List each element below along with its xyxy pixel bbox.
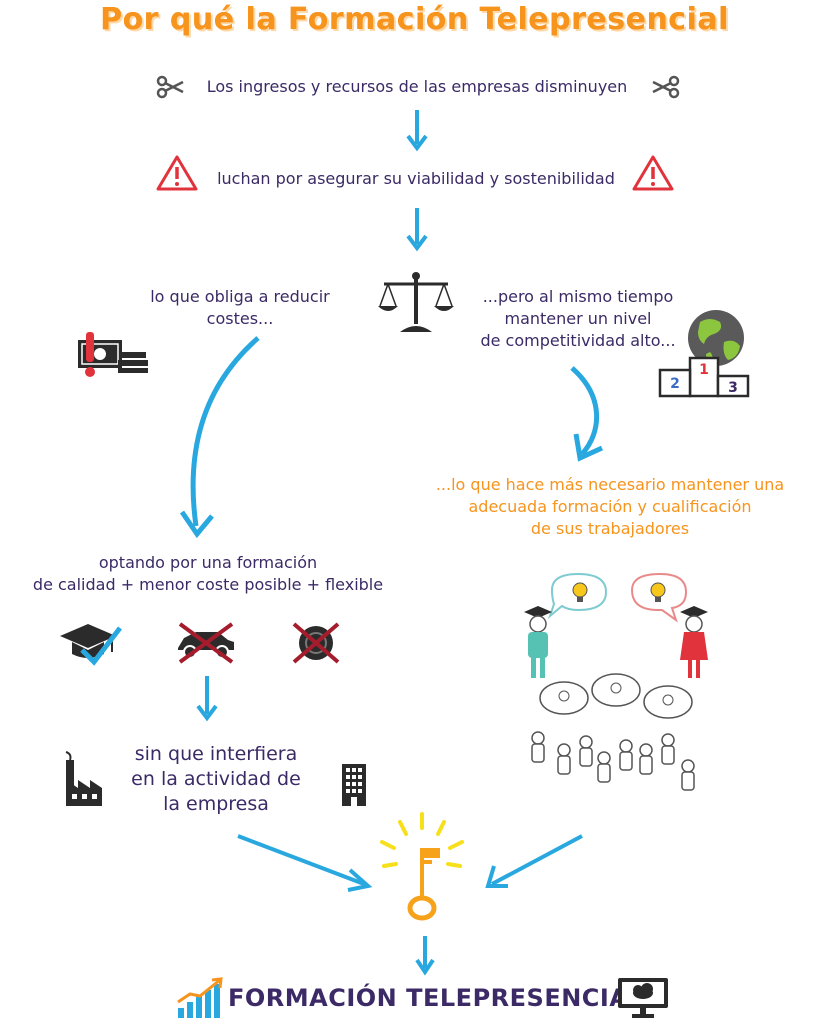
- right-training-need-line2: adecuada formación y cualificación: [468, 497, 752, 516]
- arrow-down-final: [415, 936, 435, 976]
- curved-arrow-right: [570, 366, 604, 462]
- final-formacion-telepresencial: FORMACIÓN TELEPRESENCIAL: [228, 984, 645, 1012]
- left-reduce-costs: lo que obliga a reducir costes...: [130, 286, 350, 330]
- step-viability: luchan por asegurar su viabilidad y sost…: [217, 169, 615, 188]
- left-no-interference-line2: en la actividad de: [131, 768, 301, 790]
- factory-icon: [65, 751, 102, 806]
- page-title: Por qué la Formación Telepresencial: [100, 2, 729, 37]
- wheel-crossed-icon: [292, 622, 340, 664]
- bulb-icon-right: [650, 582, 666, 602]
- right-training-need-line3: de sus trabajadores: [530, 519, 690, 538]
- computer-icon: [618, 978, 668, 1018]
- right-competitiveness-line2: mantener un nivel: [504, 309, 652, 328]
- bulb-icon-left: [572, 582, 588, 602]
- rising-chart-icon: [177, 977, 223, 1018]
- left-no-interference: sin que interfiera en la actividad de la…: [112, 742, 320, 817]
- people-thinking-icon: [524, 572, 708, 791]
- key-icon: [380, 812, 464, 921]
- left-no-interference-line3: la empresa: [163, 793, 269, 815]
- left-no-interference-line1: sin que interfiera: [134, 743, 298, 765]
- arrow-down-left: [196, 676, 218, 722]
- globe-podium-icon: 1 2 3: [658, 310, 750, 398]
- scales-icon: [378, 272, 454, 332]
- graduation-check-icon: [60, 624, 122, 666]
- teacher-left: [524, 606, 552, 678]
- left-reduce-costs-line2: costes...: [206, 309, 274, 328]
- podium-1: 1: [699, 362, 709, 378]
- right-competitiveness: ...pero al mismo tiempo mantener un nive…: [466, 286, 690, 352]
- left-quality-training-line2: de calidad + menor coste posible + flexi…: [32, 575, 384, 594]
- building-icon: [342, 764, 366, 806]
- right-competitiveness-line1: ...pero al mismo tiempo: [482, 287, 674, 306]
- arrow-down-2: [406, 208, 428, 252]
- money-alert-icon: [78, 332, 148, 377]
- left-reduce-costs-line1: lo que obliga a reducir: [150, 287, 330, 306]
- arrow-diagonal-right: [485, 834, 583, 888]
- left-quality-training-line1: optando por una formación: [98, 553, 318, 572]
- arrow-diagonal-left: [237, 834, 373, 892]
- warning-icon-right: [632, 155, 674, 191]
- right-training-need: ...lo que hace más necesario mantener un…: [410, 474, 810, 540]
- podium-2: 2: [670, 376, 680, 392]
- scissors-icon-right: [652, 75, 680, 99]
- right-competitiveness-line3: de competitividad alto...: [480, 331, 676, 350]
- step-resources-decline: Los ingresos y recursos de las empresas …: [206, 77, 628, 96]
- podium-3: 3: [728, 380, 738, 396]
- arrow-down-1: [406, 110, 428, 152]
- right-training-need-line1: ...lo que hace más necesario mantener un…: [435, 475, 785, 494]
- warning-icon-left: [156, 155, 198, 191]
- curved-arrow-left: [179, 336, 260, 539]
- car-crossed-icon: [178, 622, 234, 664]
- left-quality-training: optando por una formación de calidad + m…: [10, 552, 406, 596]
- scissors-icon-left: [156, 75, 184, 99]
- teacher-right: [680, 606, 708, 678]
